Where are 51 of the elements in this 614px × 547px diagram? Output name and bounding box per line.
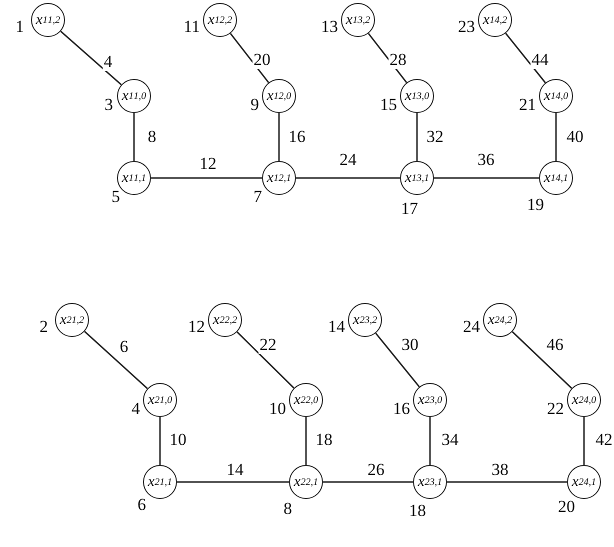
node-number: 6	[138, 496, 146, 514]
connector-line	[296, 177, 400, 179]
connector-line	[323, 481, 413, 483]
node-number: 23	[458, 18, 475, 36]
connector-line	[375, 332, 420, 388]
connector-line	[434, 177, 539, 179]
connector-line	[236, 331, 294, 389]
node-number: 2	[40, 318, 48, 336]
edge-label: 22	[258, 336, 278, 354]
node-number: 18	[409, 502, 426, 520]
edge-label: 4	[102, 53, 114, 71]
connector-line	[60, 30, 122, 86]
node-number: 8	[284, 500, 292, 518]
connector-line	[278, 113, 280, 161]
node-number: 1	[16, 18, 24, 36]
node-number: 22	[547, 400, 564, 418]
node-number: 16	[393, 400, 410, 418]
node-number: 12	[188, 318, 205, 336]
node-number: 14	[328, 318, 345, 336]
connector-line	[368, 32, 408, 84]
connector-line	[159, 417, 161, 465]
connector-line	[230, 32, 270, 84]
node-number: 5	[112, 188, 120, 206]
connector-line	[151, 177, 262, 179]
connector-line	[555, 113, 557, 161]
connector-line	[305, 417, 307, 465]
node-number: 19	[527, 196, 544, 214]
node-number: 21	[519, 96, 536, 114]
node-number: 24	[463, 318, 480, 336]
node-number: 13	[321, 18, 338, 36]
node-number: 11	[184, 18, 200, 36]
edge-label: 44	[530, 51, 550, 69]
connector-line	[416, 113, 418, 161]
connector-line	[177, 481, 289, 483]
edge-label: 20	[252, 51, 272, 69]
node-number: 7	[254, 188, 262, 206]
node-number: 15	[380, 96, 397, 114]
connector-line	[583, 417, 585, 465]
node-number: 20	[558, 498, 575, 516]
connector-line	[84, 330, 148, 390]
node-number: 4	[132, 400, 140, 418]
node-number: 17	[401, 200, 418, 218]
connector-line	[133, 113, 135, 161]
edge-label: 28	[388, 51, 408, 69]
connector-line	[429, 417, 431, 465]
connector-line	[505, 32, 546, 84]
connector-line	[447, 481, 567, 483]
node-number: 3	[104, 96, 113, 114]
connector-line	[512, 331, 572, 389]
node-number: 10	[269, 400, 286, 418]
node-number: 9	[250, 96, 259, 114]
